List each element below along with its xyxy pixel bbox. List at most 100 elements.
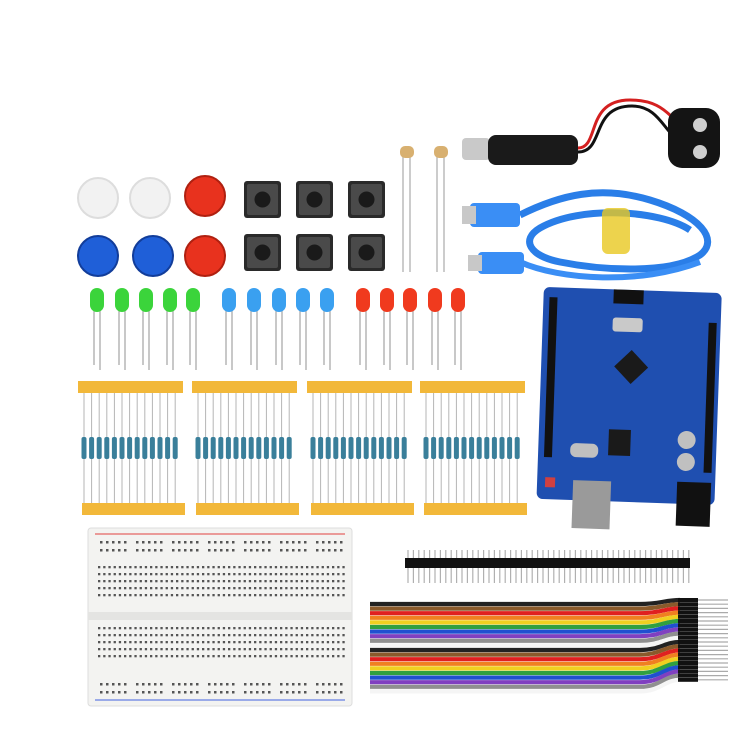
- breadboard-hole: [222, 594, 226, 597]
- breadboard-hole: [340, 691, 343, 694]
- tape: [420, 381, 525, 393]
- breadboard-hole: [232, 549, 235, 552]
- breadboard-hole: [176, 580, 179, 583]
- breadboard-hole: [232, 683, 235, 686]
- resistor: [325, 437, 331, 459]
- breadboard-hole: [176, 594, 179, 597]
- breadboard-hole: [172, 691, 175, 694]
- breadboard-hole: [259, 573, 262, 576]
- breadboard-hole: [212, 566, 215, 569]
- breadboard-hole: [222, 580, 226, 583]
- breadboard-hole: [165, 634, 168, 637]
- breadboard-hole: [100, 541, 103, 544]
- resistor: [127, 437, 133, 459]
- breadboard-hole: [112, 549, 115, 552]
- breadboard-hole: [98, 573, 101, 576]
- breadboard-hole: [170, 580, 174, 583]
- breadboard-hole: [155, 573, 158, 576]
- led: [272, 288, 286, 312]
- breadboard-hole: [321, 587, 324, 590]
- breadboard-hole: [160, 587, 163, 590]
- breadboard-hole: [254, 627, 257, 630]
- battery-clip: [462, 98, 720, 168]
- breadboard-hole: [268, 683, 271, 686]
- jumper-housing: [678, 665, 698, 670]
- breadboard-hole: [160, 594, 163, 597]
- breadboard-hole: [212, 655, 215, 658]
- cable-coil: [518, 189, 712, 273]
- breadboard-hole: [326, 627, 330, 630]
- breadboard-hole: [160, 549, 163, 552]
- breadboard-hole: [148, 541, 151, 544]
- breadboard-hole: [304, 691, 307, 694]
- breadboard-hole: [106, 541, 109, 544]
- breadboard-hole: [178, 691, 181, 694]
- breadboard-hole: [300, 566, 304, 569]
- breadboard-hole: [228, 648, 231, 651]
- breadboard-hole: [124, 580, 127, 583]
- breadboard-hole: [165, 573, 168, 576]
- resistor: [256, 437, 262, 459]
- breadboard-hole: [259, 580, 262, 583]
- breadboard-hole: [316, 627, 319, 630]
- jumper-housing: [678, 640, 698, 644]
- breadboard-hole: [176, 627, 179, 630]
- breadboard-hole: [113, 594, 116, 597]
- breadboard-hole: [142, 683, 145, 686]
- switch-actuator: [306, 244, 323, 261]
- breadboard-hole: [274, 594, 278, 597]
- breadboard-hole: [337, 648, 340, 651]
- breadboard-hole: [292, 549, 295, 552]
- breadboard-hole: [150, 594, 153, 597]
- breadboard-hole: [181, 655, 184, 658]
- breadboard-hole: [326, 641, 330, 644]
- breadboard-hole: [243, 573, 246, 576]
- breadboard-hole: [316, 587, 319, 590]
- breadboard-hole: [248, 566, 252, 569]
- breadboard-hole: [290, 580, 293, 583]
- led: [296, 288, 310, 312]
- tape: [307, 381, 412, 393]
- breadboard-hole: [118, 641, 122, 644]
- jumper-housing: [678, 606, 698, 611]
- breadboard-hole: [217, 648, 220, 651]
- jumper-housing: [678, 619, 698, 623]
- breadboard-hole: [160, 683, 163, 686]
- jumper-wire: [370, 597, 681, 607]
- jumper-housing: [678, 631, 698, 636]
- jumper-wire: [370, 639, 681, 653]
- breadboard-hole: [207, 634, 210, 637]
- breadboard-hole: [298, 549, 301, 552]
- breadboard-hole: [233, 627, 236, 630]
- breadboard-hole: [269, 594, 272, 597]
- jumper-wire: [370, 652, 681, 666]
- breadboard-hole: [259, 587, 262, 590]
- breadboard-hole: [202, 641, 205, 644]
- breadboard-hole: [217, 634, 220, 637]
- breadboard-hole: [321, 641, 324, 644]
- breadboard-hole: [248, 627, 252, 630]
- breadboard-hole: [244, 691, 247, 694]
- breadboard-hole: [280, 587, 283, 590]
- breadboard-hole: [212, 634, 215, 637]
- analog-header: [703, 322, 717, 473]
- breadboard-hole: [316, 634, 319, 637]
- breadboard-hole: [139, 587, 142, 590]
- breadboard-hole: [98, 627, 101, 630]
- breadboard-hole: [124, 627, 127, 630]
- breadboard-hole: [232, 691, 235, 694]
- breadboard-hole: [118, 634, 122, 637]
- breadboard-hole: [316, 541, 319, 544]
- breadboard-hole: [186, 634, 189, 637]
- resistor: [514, 437, 520, 459]
- breadboard-hole: [285, 566, 288, 569]
- breadboard-hole: [321, 655, 324, 658]
- breadboard-hole: [170, 566, 174, 569]
- breadboard-hole: [186, 587, 189, 590]
- resistor: [469, 437, 475, 459]
- breadboard-hole: [217, 655, 220, 658]
- resistor: [394, 437, 400, 459]
- breadboard-hole: [196, 573, 200, 576]
- breadboard-hole: [134, 627, 137, 630]
